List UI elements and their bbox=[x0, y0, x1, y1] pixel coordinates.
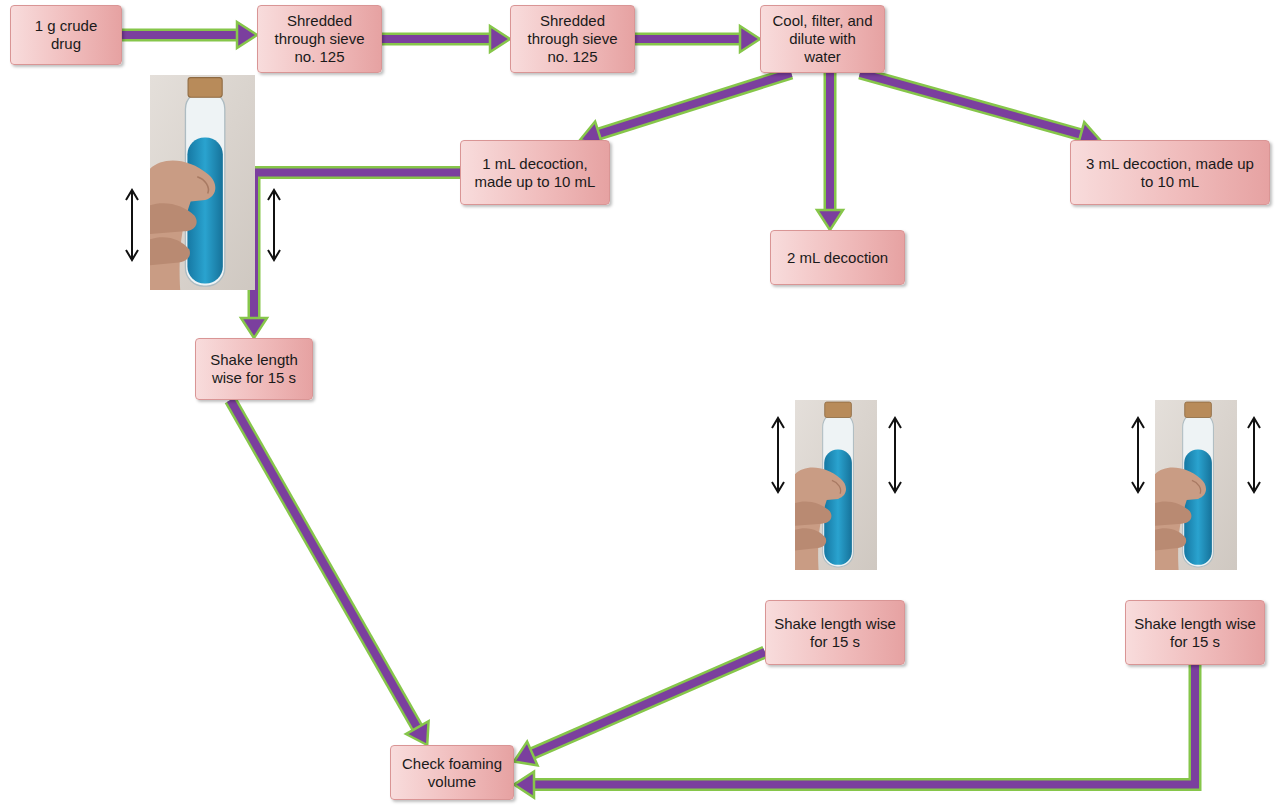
arrow-shaft bbox=[635, 35, 742, 43]
box-label: Shredded through sieve no. 125 bbox=[519, 12, 626, 66]
shake-arrow bbox=[126, 190, 138, 260]
arrow-shaft bbox=[597, 73, 791, 135]
arrow-head bbox=[237, 22, 257, 48]
arrow-shaft bbox=[254, 173, 460, 321]
box-label: Shredded through sieve no. 125 bbox=[266, 12, 373, 66]
flow-arrow bbox=[514, 665, 1195, 798]
flow-arrow bbox=[580, 73, 791, 146]
arrow-head bbox=[514, 742, 538, 766]
arrow-head bbox=[490, 26, 510, 52]
arrow-shaft bbox=[532, 665, 1195, 785]
arrow-shaft bbox=[860, 73, 1083, 135]
process-box: Shredded through sieve no. 125 bbox=[510, 5, 635, 73]
arrow-head bbox=[241, 318, 267, 338]
arrow-shaft bbox=[122, 29, 239, 42]
arrow-shaft bbox=[230, 400, 418, 729]
process-box: 1 mL decoction, made up to 10 mL bbox=[460, 140, 610, 205]
shake-arrow bbox=[772, 418, 784, 492]
box-label: Check foaming volume bbox=[399, 755, 505, 791]
arrow-shaft bbox=[826, 73, 834, 212]
test-tube-photo bbox=[1155, 400, 1237, 570]
arrow-head bbox=[817, 210, 843, 230]
arrow-shaft bbox=[122, 31, 239, 39]
process-box: Check foaming volume bbox=[390, 745, 514, 800]
shake-arrow bbox=[268, 190, 280, 260]
box-label: Cool, filter, and dilute with water bbox=[769, 12, 876, 66]
flow-arrow bbox=[241, 173, 460, 339]
test-tube-photo bbox=[795, 400, 877, 570]
process-box: 1 g crude drug bbox=[10, 5, 122, 65]
process-box: Shake length wise for 15 s bbox=[1125, 600, 1265, 665]
process-box: Shake length wise for 15 s bbox=[765, 600, 905, 665]
box-label: 1 g crude drug bbox=[19, 17, 113, 53]
arrow-shaft bbox=[230, 400, 418, 729]
arrow-shaft bbox=[824, 73, 837, 212]
test-tube-photo bbox=[150, 75, 255, 290]
flow-arrow bbox=[635, 26, 760, 52]
shake-arrow bbox=[1132, 418, 1144, 492]
arrow-head bbox=[740, 26, 760, 52]
arrow-shaft bbox=[530, 652, 765, 754]
shake-arrows bbox=[126, 190, 1260, 492]
arrow-shaft bbox=[382, 33, 492, 46]
arrow-shaft bbox=[860, 73, 1083, 135]
box-label: Shake length wise for 15 s bbox=[1134, 615, 1256, 651]
flow-arrow bbox=[122, 22, 257, 48]
process-box: 2 mL decoction bbox=[770, 230, 905, 285]
box-label: 3 mL decoction, made up to 10 mL bbox=[1079, 155, 1261, 191]
process-box: 3 mL decoction, made up to 10 mL bbox=[1070, 140, 1270, 205]
arrow-head bbox=[514, 772, 534, 798]
arrow-shaft bbox=[597, 73, 791, 135]
flow-arrow bbox=[860, 73, 1100, 147]
arrow-shaft bbox=[532, 665, 1195, 785]
flow-arrow bbox=[382, 26, 510, 52]
arrow-head bbox=[406, 721, 429, 745]
shake-arrow bbox=[889, 418, 901, 492]
arrow-shaft bbox=[530, 652, 765, 754]
arrow-shaft bbox=[254, 173, 460, 321]
flow-arrow bbox=[817, 73, 843, 230]
process-box: Shredded through sieve no. 125 bbox=[257, 5, 382, 73]
flow-arrow bbox=[230, 400, 428, 745]
flow-arrow bbox=[514, 652, 765, 765]
process-box: Cool, filter, and dilute with water bbox=[760, 5, 885, 73]
process-box: Shake length wise for 15 s bbox=[195, 338, 313, 400]
shake-arrow bbox=[1248, 418, 1260, 492]
arrow-shaft bbox=[635, 33, 742, 46]
box-label: 2 mL decoction bbox=[787, 249, 888, 267]
box-label: 1 mL decoction, made up to 10 mL bbox=[469, 155, 601, 191]
box-label: Shake length wise for 15 s bbox=[204, 351, 304, 387]
box-label: Shake length wise for 15 s bbox=[774, 615, 896, 651]
arrow-shaft bbox=[382, 35, 492, 43]
